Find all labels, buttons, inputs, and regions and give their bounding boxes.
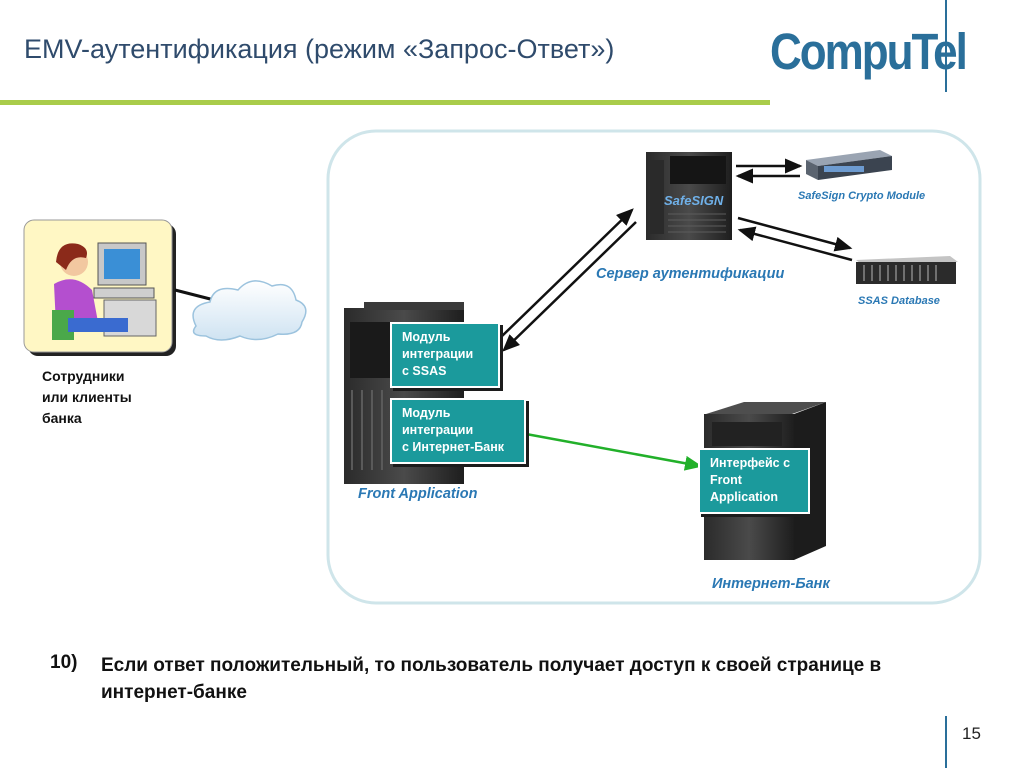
authentication-server-icon: SafeSIGN bbox=[646, 152, 732, 240]
module-ssas-box: Модуль интеграции с SSAS bbox=[390, 322, 500, 388]
internet-bank-interface-box: Интерфейс с Front Application bbox=[698, 448, 810, 514]
internet-bank-label: Интернет-Банк bbox=[712, 576, 830, 592]
crypto-module-label: SafeSign Crypto Module bbox=[798, 190, 926, 202]
title-underline bbox=[0, 100, 770, 105]
crypto-module-icon bbox=[806, 150, 892, 180]
front-application-label: Front Application bbox=[358, 486, 478, 502]
safesign-logo: SafeSIGN bbox=[664, 193, 724, 208]
step-description: Если ответ положительный, то пользовател… bbox=[101, 655, 882, 703]
module-internet-bank-box: Модуль интеграции с Интернет-Банк bbox=[390, 398, 526, 464]
step-number: 10) bbox=[50, 652, 78, 673]
ssas-database-icon bbox=[856, 256, 958, 284]
ssas-database-label: SSAS Database bbox=[858, 295, 940, 307]
page-number: 15 bbox=[962, 724, 981, 743]
users-label: Сотрудники или клиенты банка bbox=[42, 368, 132, 426]
bank-zone-frame bbox=[326, 129, 982, 605]
footer-divider bbox=[945, 716, 947, 768]
internet-cloud-icon bbox=[192, 280, 307, 341]
auth-server-label: Сервер аутентификации bbox=[596, 266, 785, 282]
logo-divider bbox=[945, 0, 947, 92]
computel-logo: CompuTel bbox=[770, 24, 968, 81]
page-title: EMV-аутентификация (режим «Запрос-Ответ»… bbox=[24, 34, 615, 64]
user-at-computer-icon bbox=[23, 219, 176, 356]
